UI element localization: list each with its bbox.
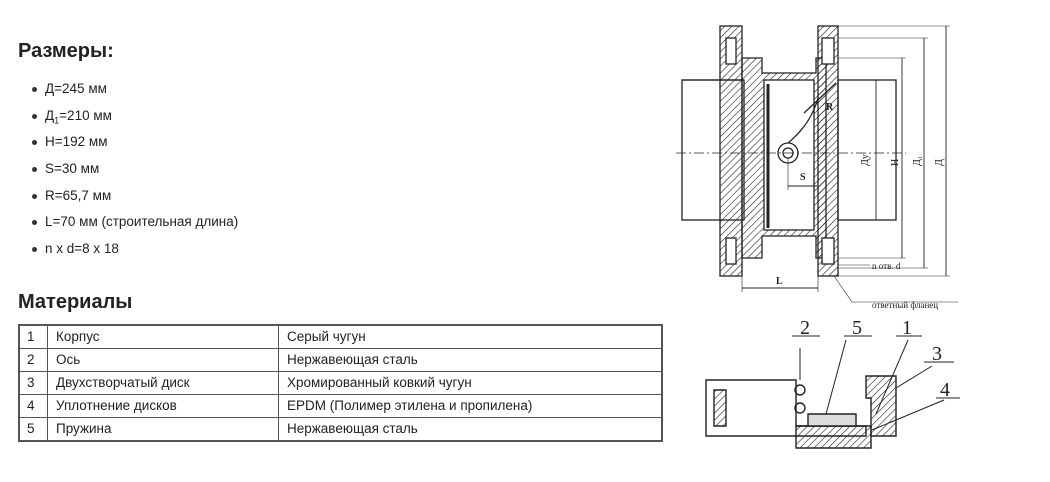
- row-number: 3: [18, 371, 48, 395]
- part-material: Хромированный ковкий чугун: [278, 371, 663, 395]
- flange-label: ответный фланец: [872, 300, 938, 310]
- part-name: Корпус: [47, 324, 279, 349]
- dimension-item: Д1=210 мм: [30, 105, 238, 132]
- dimensions-list: Д=245 мм Д1=210 мм H=192 мм S=30 мм R=65…: [30, 78, 238, 265]
- row-number: 2: [18, 348, 48, 372]
- callout-2: 2: [800, 318, 810, 339]
- r-label: R: [826, 102, 834, 113]
- axis-point-1: [794, 384, 806, 396]
- table-row: 2 Ось Нержавеющая сталь: [18, 348, 663, 372]
- d1-label: Д₁: [912, 156, 923, 166]
- part-name: Пружина: [47, 417, 279, 442]
- dimension-item: L=70 мм (строительная длина): [30, 211, 238, 238]
- part-name: Уплотнение дисков: [47, 394, 279, 418]
- dimension-item: H=192 мм: [30, 131, 238, 158]
- s-label: S: [800, 172, 806, 183]
- part-material: Нержавеющая сталь: [278, 417, 663, 442]
- row-number: 1: [18, 324, 48, 349]
- dimension-item: n x d=8 x 18: [30, 238, 238, 265]
- row-number: 5: [18, 417, 48, 442]
- callout-3: 3: [932, 343, 942, 365]
- dimensions-heading: Размеры:: [18, 40, 114, 62]
- seal-detail-drawing: 2 5 1 3 4: [705, 318, 960, 449]
- part-name: Ось: [47, 348, 279, 372]
- materials-heading: Материалы: [18, 291, 133, 313]
- part-material: EPDM (Полимер этилена и пропилена): [278, 394, 663, 418]
- h-label: Н: [890, 159, 901, 166]
- dimension-item: Д=245 мм: [30, 78, 238, 105]
- valve-section-drawing: Ду Н Д₁ Д S R L n отв. d ответный фланец: [676, 25, 958, 310]
- axis-point-2: [794, 402, 806, 414]
- right-pipe: [837, 79, 897, 221]
- d-label: Д: [934, 159, 945, 166]
- row-number: 4: [18, 394, 48, 418]
- part-material: Нержавеющая сталь: [278, 348, 663, 372]
- callout-1: 1: [902, 318, 912, 339]
- part-name: Двухстворчатый диск: [47, 371, 279, 395]
- table-row: 4 Уплотнение дисков EPDM (Полимер этилен…: [18, 394, 663, 418]
- materials-table: 1 Корпус Серый чугун 2 Ось Нержавеющая с…: [18, 324, 663, 442]
- dimension-item: S=30 мм: [30, 158, 238, 185]
- table-row: 3 Двухстворчатый диск Хромированный ковк…: [18, 371, 663, 395]
- l-label: L: [776, 276, 783, 287]
- holes-label: n отв. d: [872, 261, 901, 271]
- table-row: 1 Корпус Серый чугун: [18, 324, 663, 349]
- table-row: 5 Пружина Нержавеющая сталь: [18, 417, 663, 442]
- callout-5: 5: [852, 318, 862, 339]
- callout-4: 4: [940, 379, 950, 401]
- dimension-item: R=65,7 мм: [30, 185, 238, 212]
- dy-label: Ду: [860, 154, 871, 166]
- part-material: Серый чугун: [278, 324, 663, 349]
